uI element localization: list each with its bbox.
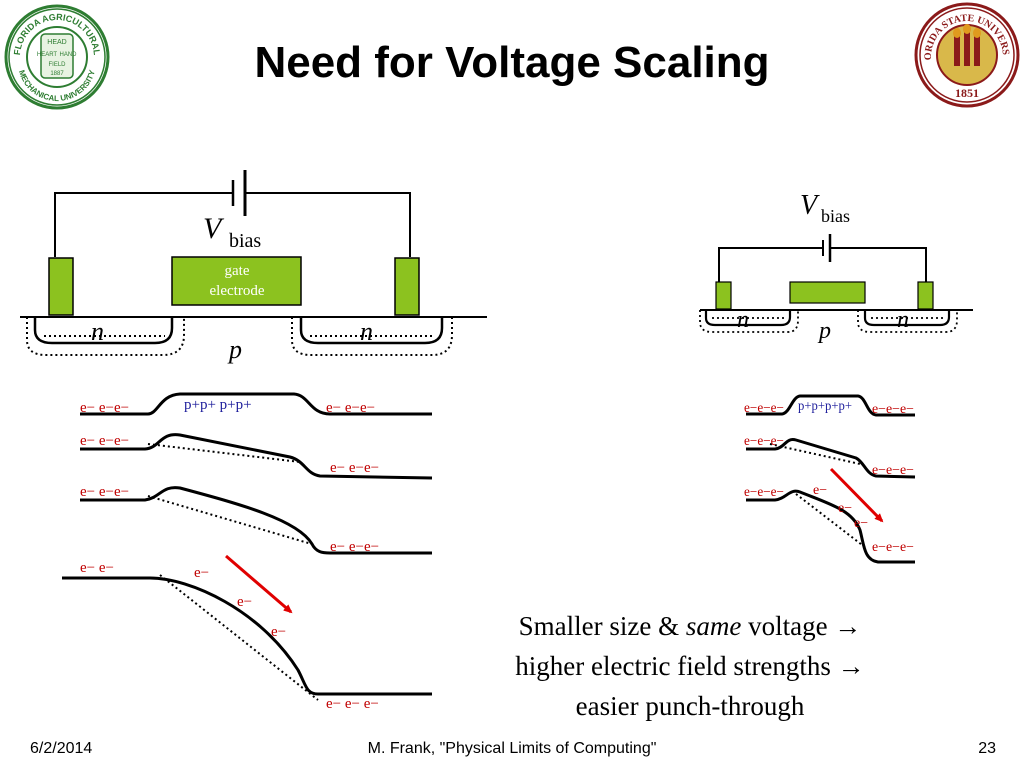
small-gate-electrode (789, 281, 866, 304)
large-band-row4 (62, 576, 432, 696)
large-source-contact (48, 257, 74, 316)
large-r4-travel-electron-1: e− (194, 565, 209, 581)
small-band-row1 (746, 394, 915, 417)
small-r3-travel-electron-1: e− (813, 483, 827, 498)
large-n-right-label: n (360, 317, 373, 346)
large-band-diagrams (62, 392, 433, 701)
large-r1-holes: p+p+ p+p+ (184, 397, 252, 413)
gate-label-line2: electrode (210, 283, 265, 299)
slide-title: Need for Voltage Scaling (254, 38, 770, 87)
small-band-diagrams (746, 394, 916, 564)
caption-line-1: Smaller size & same voltage → (440, 606, 940, 646)
fsu-seal-logo: FLORIDA STATE UNIVERSITY 1851 (914, 2, 1020, 108)
small-drain-depletion (857, 310, 958, 333)
large-r2-right-electrons: e− e−e− (330, 460, 379, 476)
large-gate-electrode (171, 256, 302, 306)
small-drain-well (863, 310, 951, 327)
small-r3-travel-electron-3: e− (854, 516, 868, 531)
large-source-well (33, 317, 174, 345)
footer-date: 6/2/2014 (30, 740, 93, 757)
large-band-row3 (80, 486, 432, 555)
caption-line-1-b: voltage → (741, 611, 862, 641)
small-band-row2-dotted (769, 443, 861, 465)
large-drain-contact (394, 257, 420, 316)
large-r4-left-electrons: e− e− (80, 560, 114, 576)
famu-inner-heart: HEART (37, 52, 58, 58)
caption-line-1-a: Smaller size & (518, 611, 686, 641)
large-r3-right-electrons: e− e−e− (330, 539, 379, 555)
small-transistor: V bias n n p (699, 190, 973, 344)
caption-line-3: easier punch-through (575, 691, 805, 721)
large-band-labels: e− e−e− p+p+ p+p+ e− e−e− e− e−e− e− e−e… (80, 397, 379, 712)
large-band-row4-dotted (159, 574, 319, 701)
small-r3-right-electrons: e−e−e− (872, 540, 914, 555)
small-r2-right-electrons: e−e−e− (872, 463, 914, 478)
footer-page-number: 23 (978, 740, 996, 757)
famu-seal-logo: FLORIDA AGRICULTURAL MECHANICAL UNIVERSI… (4, 4, 110, 110)
large-r3-left-electrons: e− e−e− (80, 484, 129, 500)
famu-inner-hand: HAND (59, 52, 77, 58)
small-electron-path-arrow (829, 467, 884, 523)
small-source-well (704, 310, 792, 327)
small-band-labels: e−e−e− p+p+p+p+ e−e−e− e−e−e− e−e−e− e−e… (744, 399, 914, 555)
large-r4-travel-electron-2: e− (237, 594, 252, 610)
large-r2-left-electrons: e− e−e− (80, 433, 129, 449)
caption-line-1-emphasis: same (685, 611, 742, 641)
large-band-row1 (80, 392, 432, 416)
small-vbias-subscript: bias (821, 206, 850, 226)
large-drain-well (299, 317, 444, 345)
small-n-left-label: n (737, 307, 749, 333)
large-n-left-label: n (91, 317, 104, 346)
large-vbias-symbol: V (203, 212, 225, 245)
small-r3-travel-electron-2: e− (838, 501, 852, 516)
small-p-label: p (817, 318, 831, 344)
small-r1-right-electrons: e−e−e− (872, 402, 914, 417)
famu-inner-field: FIELD (48, 62, 66, 68)
large-r4-travel-electron-3: e− (271, 624, 286, 640)
footer-center-text: M. Frank, "Physical Limits of Computing" (367, 740, 657, 757)
small-r2-left-electrons: e−e−e− (744, 434, 784, 449)
large-bias-circuit-wire (54, 192, 411, 257)
gate-label-line1: gate (225, 263, 250, 279)
large-r1-right-electrons: e− e−e− (326, 400, 375, 416)
large-r1-left-electrons: e− e−e− (80, 400, 129, 416)
small-bias-circuit-wire (718, 247, 927, 282)
small-source-depletion (699, 310, 799, 333)
large-electron-path-arrow (225, 554, 293, 614)
famu-inner-head: HEAD (47, 39, 66, 46)
large-transistor: V bias gate electrode n n p (20, 170, 487, 364)
caption: Smaller size & same voltage → higher ele… (440, 606, 940, 726)
large-p-label: p (227, 335, 242, 364)
small-vbias-symbol: V (800, 190, 820, 221)
large-band-row2 (80, 433, 433, 480)
famu-inner-year: 1887 (50, 71, 64, 77)
small-r1-left-electrons: e−e−e− (744, 401, 784, 416)
small-band-row3 (746, 489, 915, 564)
small-r1-holes: p+p+p+p+ (798, 399, 852, 414)
large-vbias-subscript: bias (229, 230, 261, 252)
caption-line-2: higher electric field strengths → (515, 651, 865, 681)
large-band-row3-dotted (147, 495, 316, 546)
fsu-year: 1851 (955, 86, 979, 100)
large-band-row2-dotted (147, 443, 301, 463)
small-r3-left-electrons: e−e−e− (744, 485, 784, 500)
large-drain-depletion (291, 317, 453, 356)
small-source-contact (715, 281, 732, 310)
small-n-right-label: n (897, 307, 909, 333)
large-r4-right-electrons: e− e− e− (326, 696, 379, 712)
small-drain-contact (917, 281, 934, 310)
